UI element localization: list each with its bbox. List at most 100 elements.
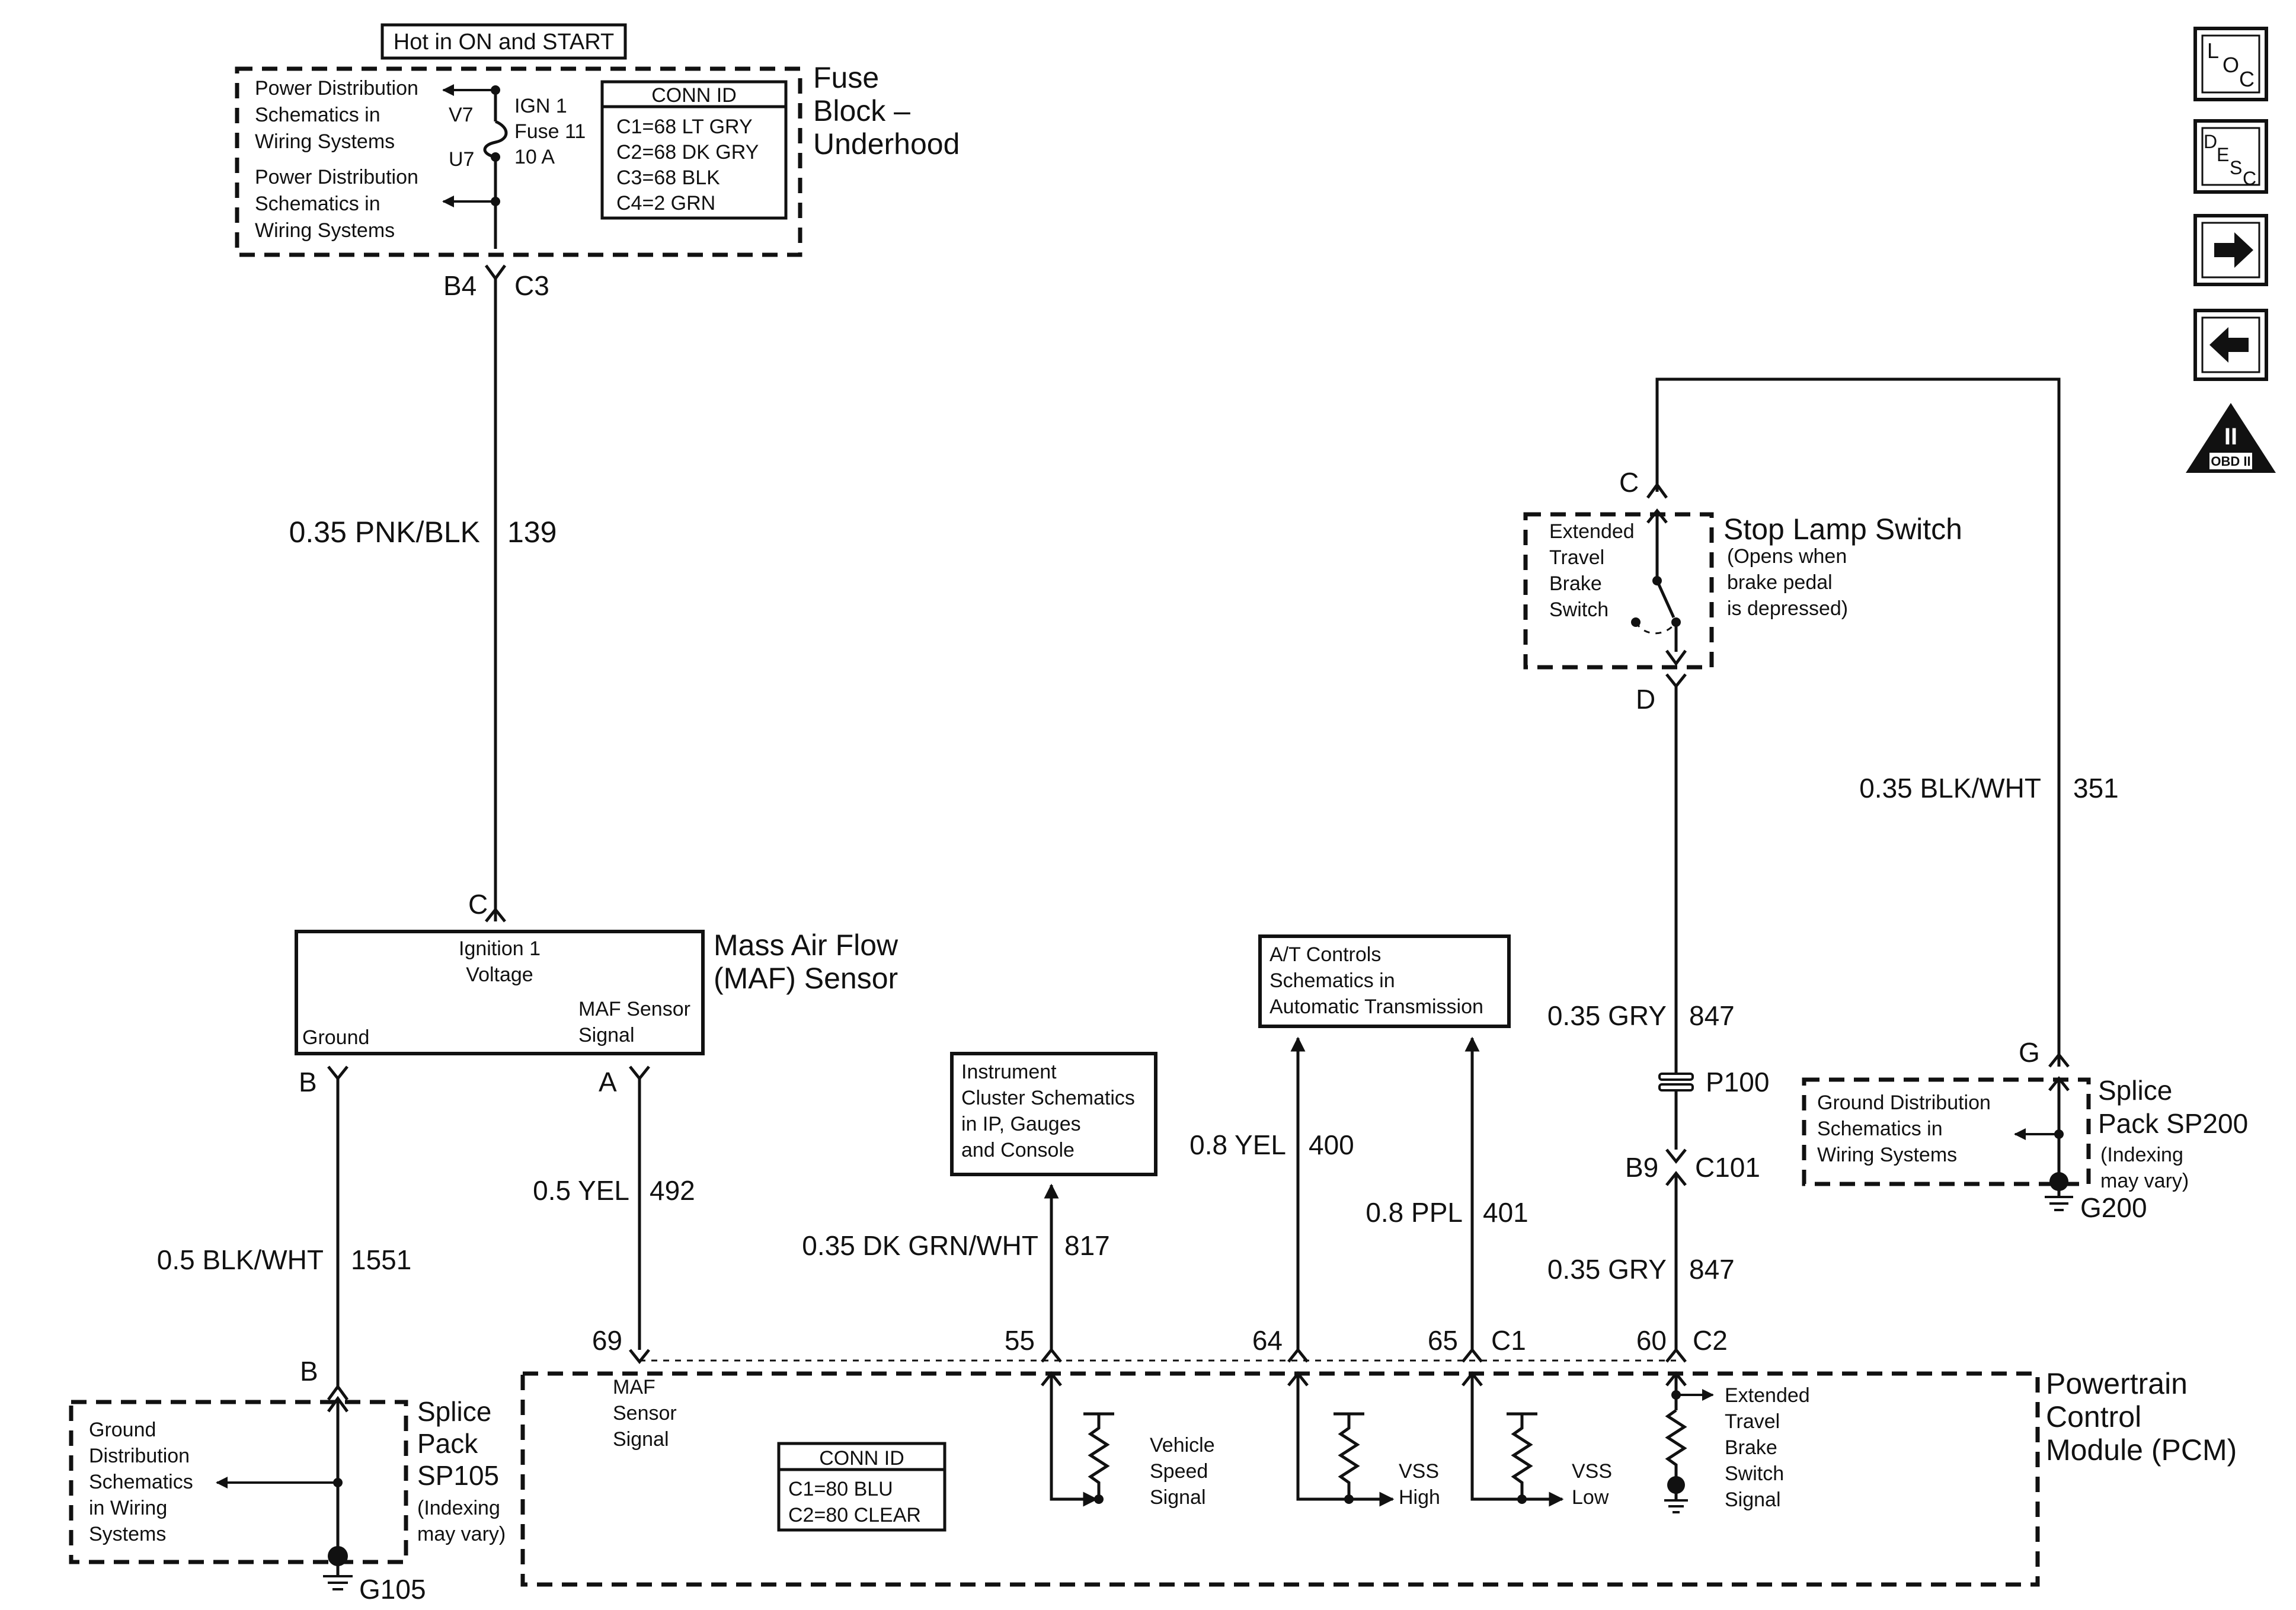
power-dist-1-line2: Schematics in [255,104,380,126]
pcm-maf-signal-2: Sensor [613,1402,677,1425]
sp105-pin-b: B [300,1356,318,1387]
wire-351-color: 0.35 BLK/WHT [1859,773,2041,804]
pcm-brake-signal-4: Switch [1725,1462,1784,1485]
pcm-pin-69: 69 [592,1325,622,1356]
stop-lamp-title: Stop Lamp Switch [1723,513,1962,546]
power-dist-2-line3: Wiring Systems [255,219,395,242]
maf-title-1: Mass Air Flow [714,929,898,962]
wire-492-circuit: 492 [650,1175,695,1206]
maf-ground-label: Ground [302,1026,369,1049]
pcm-title-2: Control [2046,1400,2141,1433]
wire-401-color: 0.8 PPL [1366,1197,1463,1228]
desc-button[interactable]: D E S C [2193,119,2268,194]
pcm-conn-id-title: CONN ID [819,1447,904,1470]
pcm-brake-signal-2: Travel [1725,1410,1780,1433]
sp105-gd-4: in Wiring [89,1497,167,1519]
sp200-gd-1: Ground Distribution [1817,1092,1991,1114]
fuse-block-title-1: Fuse [813,61,879,94]
pcm-vss-low-2: Low [1572,1486,1609,1509]
obd-ii-button[interactable]: II OBD II [2186,403,2276,473]
wire-1551-circuit: 1551 [351,1244,411,1275]
maf-pin-a: A [599,1067,617,1097]
fuse-conn-id-title: CONN ID [651,84,737,107]
desc-letter-e: E [2217,144,2229,165]
wire-139-color: 0.35 PNK/BLK [289,516,480,549]
wire-400-color: 0.8 YEL [1189,1129,1286,1160]
maf-ign-label-1: Ignition 1 [459,937,541,960]
right-arrow-icon [2214,232,2253,268]
sp200-note-1: (Indexing [2100,1144,2183,1166]
sp105-title-3: SP105 [417,1460,499,1491]
resistor-icon [1511,1414,1533,1499]
stop-lamp-inner-3: Brake [1549,572,1602,595]
pcm-vss-signal-2: Speed [1150,1460,1208,1483]
vss-low-circuit: VSS Low [1462,1371,1612,1509]
wire-847-lower-color: 0.35 GRY [1547,1254,1667,1285]
loc-letter-o: O [2223,53,2239,77]
maf-pin-b: B [299,1067,317,1097]
at-box-2: Schematics in [1269,969,1395,992]
maf-pin-c: C [468,889,488,920]
ground-g200: G200 [2080,1192,2147,1223]
p100-label: P100 [1706,1067,1769,1097]
fuse-block-title-3: Underhood [813,127,960,161]
pcm-title-3: Module (PCM) [2046,1433,2237,1467]
fuse-label-2: Fuse 11 [514,120,586,143]
maf-title-2: (MAF) Sensor [714,962,898,995]
pcm-connector-c1: C1 [1491,1325,1526,1356]
stop-lamp-note-3: is depressed) [1727,597,1848,620]
previous-page-button[interactable] [2193,309,2268,381]
wire-401-circuit: 401 [1483,1197,1528,1228]
stop-lamp-pin-d: D [1636,684,1655,715]
resistor-icon [1088,1414,1110,1499]
hot-in-label: Hot in ON and START [380,23,627,60]
brake-switch-circuit: Extended Travel Brake Switch Signal [1664,1371,1810,1513]
resistor-icon [1338,1414,1360,1499]
pcm-conn-id-1: C1=80 BLU [788,1478,893,1500]
fuse-block: Fuse Block – Underhood Power Distributio… [235,61,960,257]
wire-847-upper-color: 0.35 GRY [1547,1000,1667,1031]
at-controls-box: A/T Controls Schematics in Automatic Tra… [1258,934,1511,1028]
pcm-vss-low-1: VSS [1572,1460,1612,1483]
vss-high-circuit: VSS High [1287,1371,1440,1509]
wire-400-circuit: 400 [1309,1129,1354,1160]
wire-817-color: 0.35 DK GRN/WHT [802,1230,1038,1261]
pcm-maf-signal-3: Signal [613,1428,669,1451]
p100-connector: P100 [1658,1067,1769,1097]
pcm-vss-signal-3: Signal [1150,1486,1206,1509]
fuse-conn-id-1: C1=68 LT GRY [616,116,753,138]
pcm-maf-signal-1: MAF [613,1376,655,1398]
sp105-title-1: Splice [417,1396,491,1427]
pcm-vss-high-1: VSS [1399,1460,1439,1483]
pcm-title-1: Powertrain [2046,1367,2188,1400]
c101-pin-b9: B9 [1625,1152,1658,1183]
next-page-button[interactable] [2193,214,2268,286]
pcm-brake-signal-5: Signal [1725,1489,1781,1511]
stop-lamp-switch: C Extended Travel Brake Switch Stop Lamp… [1523,377,2061,1067]
sp200-gd-3: Wiring Systems [1817,1144,1957,1166]
loc-button[interactable]: L O C [2193,27,2268,101]
sp200-gd-2: Schematics in [1817,1118,1943,1140]
sp105-note-2: may vary) [417,1523,506,1545]
wire-139-circuit: 139 [507,516,557,549]
pcm-pin-55: 55 [1005,1325,1035,1356]
power-dist-1-line1: Power Distribution [255,77,418,100]
sp200-title-2: Pack SP200 [2098,1108,2248,1139]
wire-351-circuit: 351 [2073,773,2119,804]
loc-letter-c: C [2239,67,2255,91]
obd-ii-numeral: II [2224,424,2237,450]
instrument-cluster-box: Instrument Cluster Schematics in IP, Gau… [950,1052,1157,1176]
wire-817-circuit: 817 [1064,1230,1110,1261]
maf-ign-label-2: Voltage [466,964,533,986]
pin-c3: C3 [514,270,549,301]
maf-signal-label-1: MAF Sensor [578,998,690,1020]
wire-492-color: 0.5 YEL [533,1175,629,1206]
stop-lamp-inner-2: Travel [1549,546,1604,569]
stop-lamp-inner-4: Switch [1549,598,1609,621]
pcm-pin-64: 64 [1252,1325,1283,1356]
sp200-pin-g: G [2019,1037,2040,1068]
maf-sensor: C Ignition 1 Voltage Ground MAF Sensor S… [295,889,898,1055]
wire-1551-color: 0.5 BLK/WHT [157,1244,324,1275]
stop-lamp-note-1: (Opens when [1727,545,1847,568]
pcm-vss-high-2: High [1399,1486,1440,1509]
